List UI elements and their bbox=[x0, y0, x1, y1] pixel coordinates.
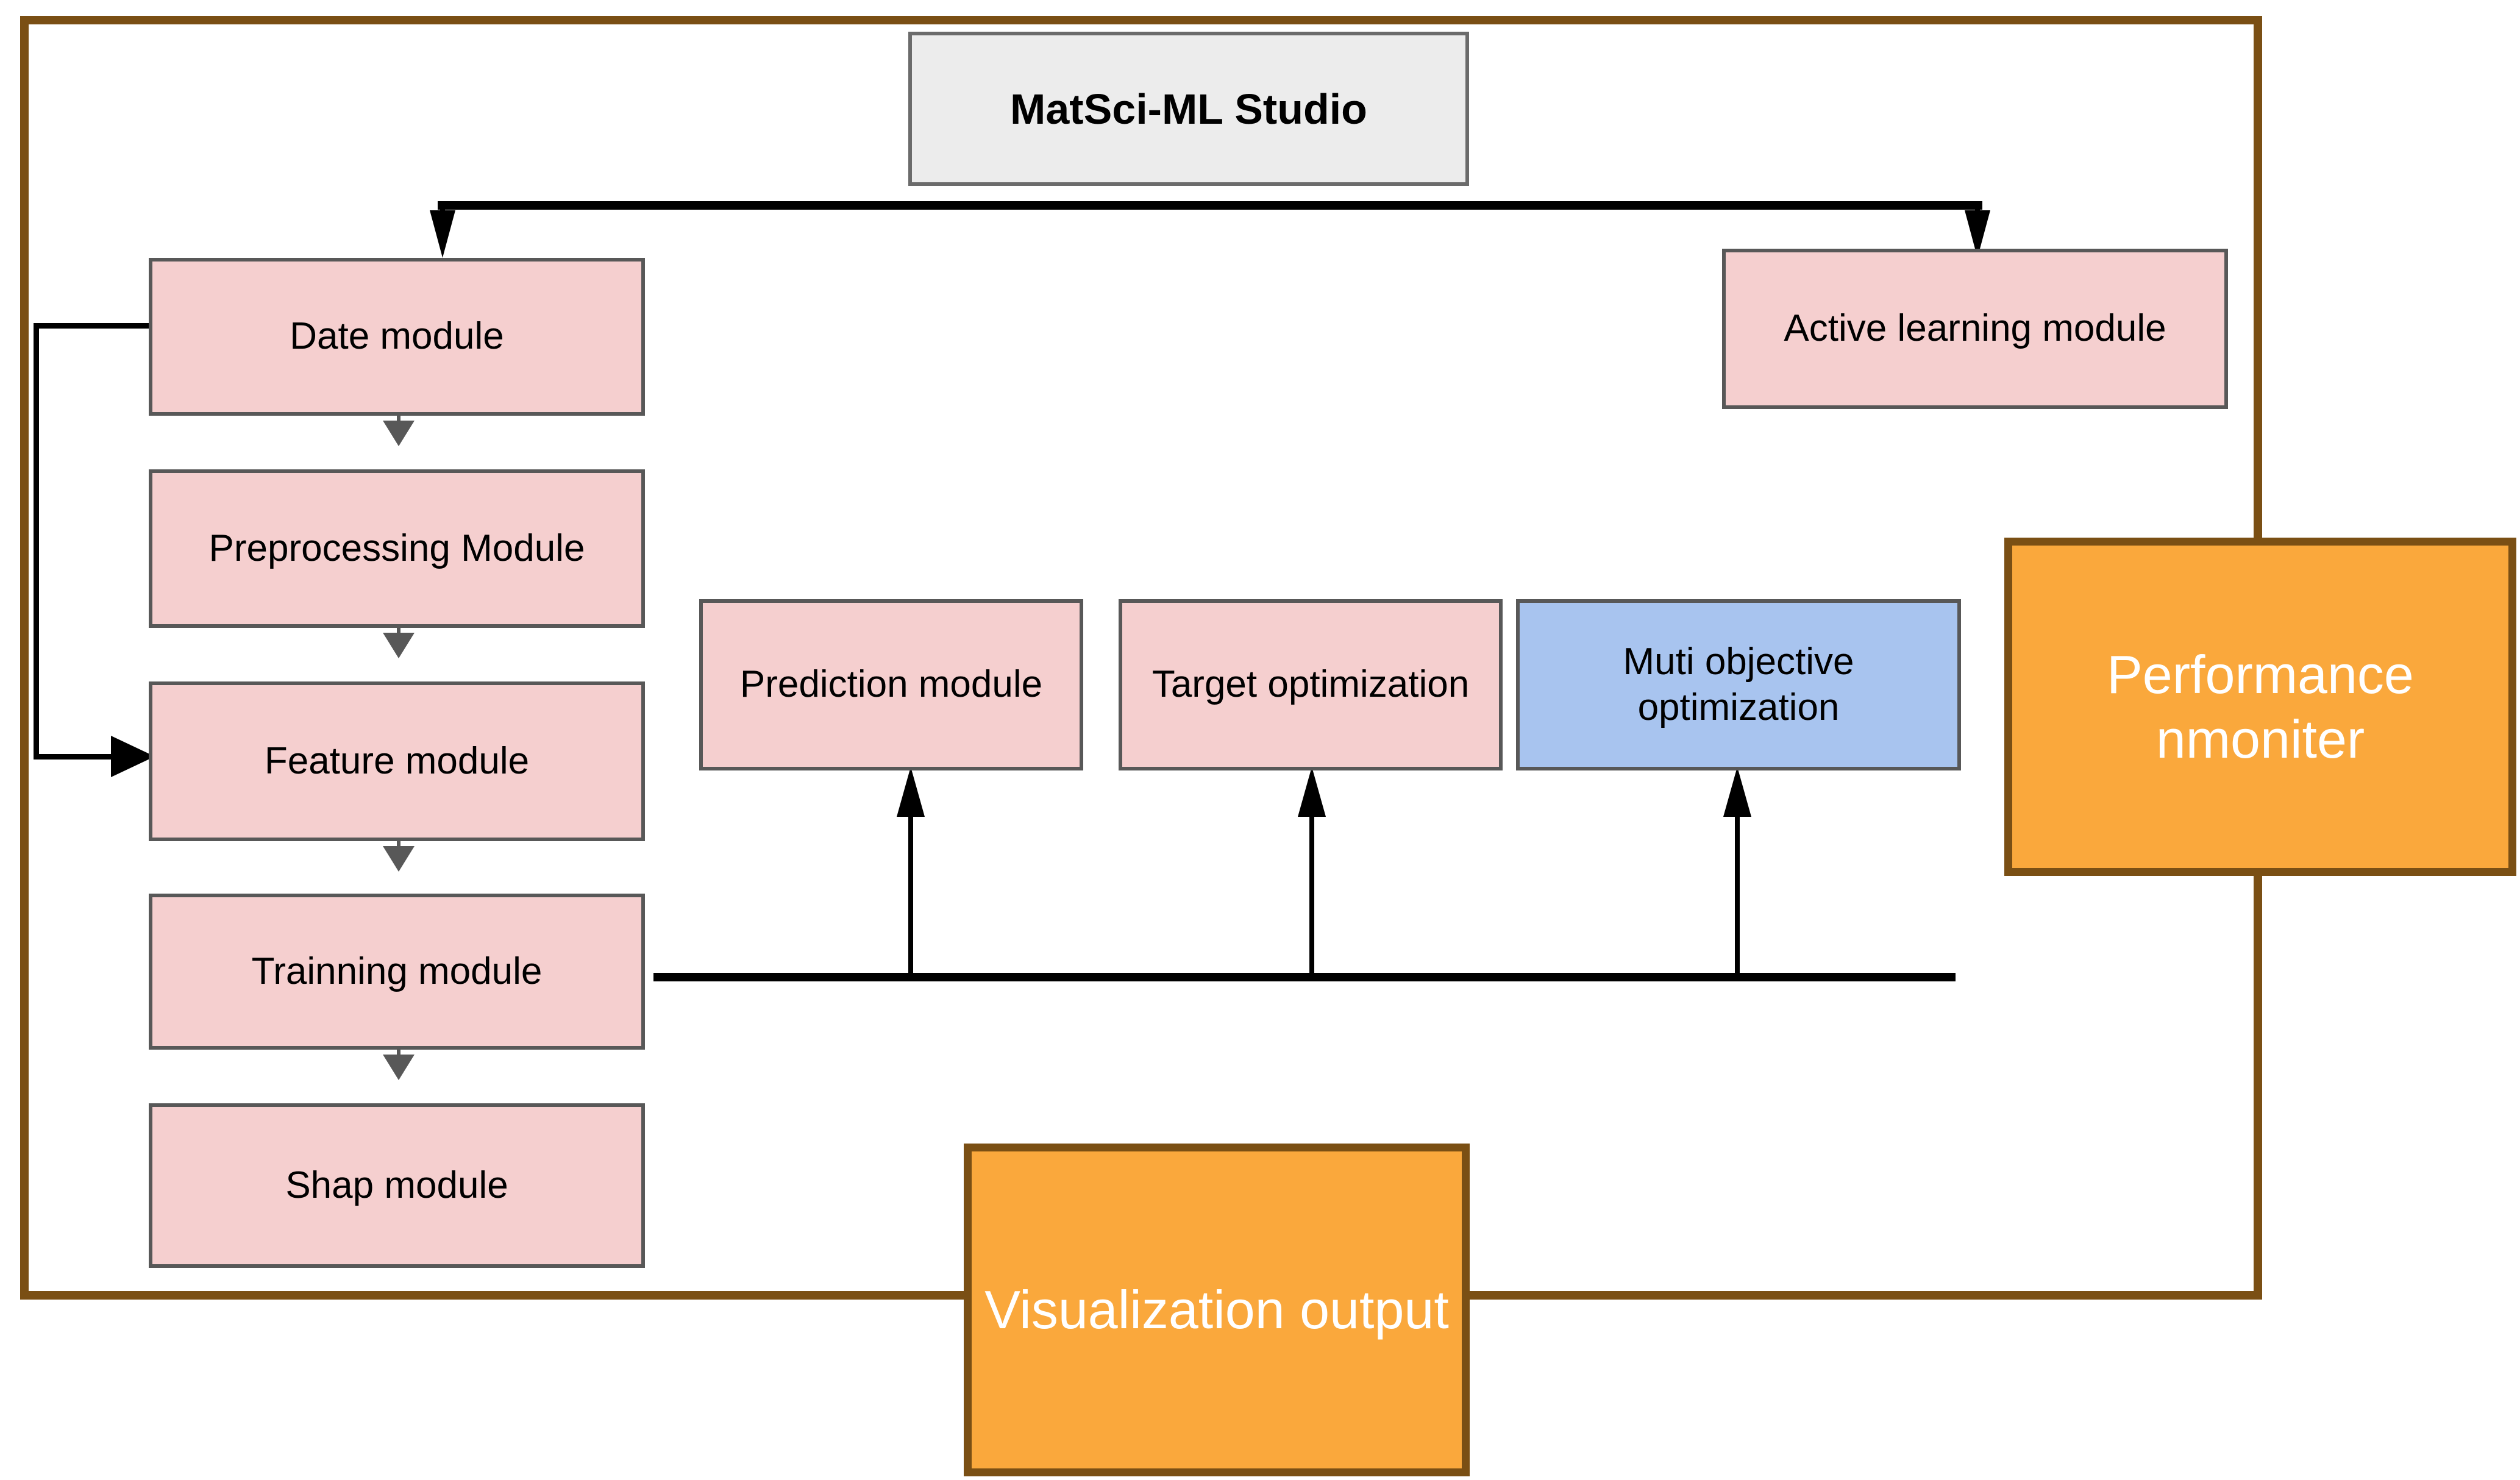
connector-trainning-to-muti-objective-stem bbox=[1735, 783, 1740, 975]
node-label-preprocessing-module: Preprocessing Module bbox=[208, 527, 585, 569]
node-label-performance-nmoniter: Performance nmoniter bbox=[2107, 644, 2414, 769]
connector-feedback-bottom-segment bbox=[34, 754, 118, 760]
arrowhead-studio-to-date-module bbox=[430, 210, 455, 258]
node-feature-module[interactable]: Feature module bbox=[149, 681, 645, 841]
arrowhead-trainning-to-muti-objective bbox=[1723, 767, 1751, 817]
connector-feedback-top-segment bbox=[34, 323, 152, 329]
node-label-matsci-ml-studio: MatSci-ML Studio bbox=[1010, 85, 1367, 133]
node-label-trainning-module: Trainning module bbox=[251, 950, 543, 992]
node-target-optimization[interactable]: Target optimization bbox=[1119, 599, 1503, 770]
node-trainning-module[interactable]: Trainning module bbox=[149, 894, 645, 1050]
node-performance-nmoniter[interactable]: Performance nmoniter bbox=[2004, 538, 2516, 876]
node-label-muti-objective-optimization: Muti objective optimization bbox=[1623, 641, 1854, 728]
node-muti-objective-optimization[interactable]: Muti objective optimization bbox=[1516, 599, 1961, 770]
node-visualization-output[interactable]: Visualization output bbox=[964, 1144, 1470, 1476]
arrowhead-trainning-to-target-optimization bbox=[1298, 767, 1326, 817]
arrowhead-trainning-to-prediction-module bbox=[897, 767, 925, 817]
node-label-shap-module: Shap module bbox=[285, 1164, 508, 1206]
node-label-date-module: Date module bbox=[290, 315, 504, 358]
node-label-active-learning-module: Active learning module bbox=[1784, 307, 2166, 350]
system-boundary-frame bbox=[20, 16, 2262, 1300]
connector-trainning-distribution-bar bbox=[653, 973, 1956, 981]
arrowhead-feedback-into-feature-module bbox=[111, 736, 155, 777]
node-label-target-optimization: Target optimization bbox=[1151, 663, 1470, 706]
node-shap-module[interactable]: Shap module bbox=[149, 1103, 645, 1268]
node-prediction-module[interactable]: Prediction module bbox=[699, 599, 1083, 770]
node-active-learning-module[interactable]: Active learning module bbox=[1722, 249, 2228, 409]
arrowhead-preprocessing-to-feature bbox=[383, 633, 415, 658]
node-label-prediction-module: Prediction module bbox=[739, 663, 1043, 706]
connector-trainning-to-prediction-stem bbox=[908, 783, 913, 975]
arrowhead-feature-to-trainning bbox=[383, 846, 415, 872]
connector-studio-distribution-bar bbox=[438, 201, 1982, 210]
node-preprocessing-module[interactable]: Preprocessing Module bbox=[149, 469, 645, 628]
arrowhead-date-to-preprocessing bbox=[383, 421, 415, 446]
node-date-module[interactable]: Date module bbox=[149, 258, 645, 416]
connector-feedback-vertical-segment bbox=[34, 323, 39, 760]
arrowhead-trainning-to-shap bbox=[383, 1055, 415, 1080]
connector-trainning-to-target-stem bbox=[1309, 783, 1314, 975]
node-matsci-ml-studio[interactable]: MatSci-ML Studio bbox=[908, 32, 1469, 186]
node-label-feature-module: Feature module bbox=[264, 739, 530, 782]
node-label-visualization-output: Visualization output bbox=[984, 1279, 1449, 1340]
